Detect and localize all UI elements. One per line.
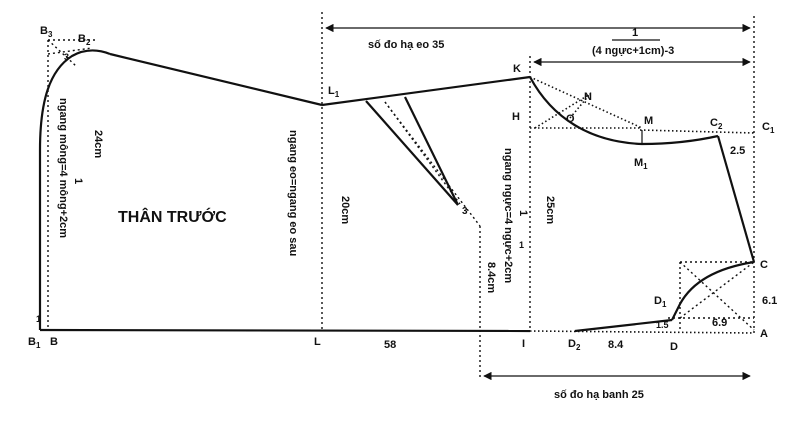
- pattern-title: THÂN TRƯỚC: [118, 207, 227, 226]
- label-formula-num: 1: [632, 27, 638, 39]
- point-m1: M1: [634, 157, 648, 171]
- label-24cm: 24cm: [92, 130, 104, 158]
- point-d: D: [670, 341, 678, 353]
- label-84cm: 8.4cm: [485, 262, 497, 293]
- label-ngang-nguc: ngang ngực=4 ngực+2cm: [502, 148, 514, 283]
- point-l: L: [314, 336, 321, 348]
- point-b: B: [50, 336, 58, 348]
- label-20cm: 20cm: [339, 196, 351, 224]
- point-labels: B3 B2 B1 B L1 L K H N O M M1 C2 C1 C D1 …: [28, 25, 775, 353]
- label-ngang-eo: ngang eo=ngang eo sau: [287, 130, 299, 256]
- label-ha-eo: số đo hạ eo 35: [368, 39, 444, 51]
- label-formula-den: (4 ngực+1cm)-3: [592, 45, 674, 57]
- labels: số đo hạ eo 35 1 (4 ngực+1cm)-3 số đo hạ…: [36, 27, 777, 401]
- label-8-4: 8.4: [608, 339, 624, 351]
- label-6-1: 6.1: [762, 295, 777, 307]
- label-mong-frac-num: 1: [72, 178, 84, 184]
- construction-lines: [47, 12, 755, 380]
- label-25cm: 25cm: [544, 196, 556, 224]
- label-58: 58: [384, 339, 396, 351]
- label-3-corner: 3: [64, 52, 69, 62]
- label-ha-banh: số đo hạ banh 25: [554, 389, 644, 401]
- pattern-outline: [38, 49, 756, 333]
- point-a: A: [760, 328, 768, 340]
- point-b2: B2: [78, 33, 91, 47]
- label-1-5: 1.5: [656, 320, 669, 330]
- label-6-9: 6.9: [712, 317, 727, 329]
- label-1-bottom: 1: [36, 314, 41, 324]
- point-b1: B1: [28, 336, 41, 350]
- point-l1: L1: [328, 85, 340, 99]
- point-h: H: [512, 111, 520, 123]
- point-k: K: [513, 63, 521, 75]
- label-3-dart: 3: [462, 206, 468, 217]
- point-c: C: [760, 259, 768, 271]
- point-m: M: [644, 115, 653, 127]
- point-b3: B3: [40, 25, 53, 39]
- point-i: I: [522, 338, 525, 350]
- point-c2: C2: [710, 117, 723, 131]
- label-2-5: 2.5: [730, 145, 745, 157]
- point-o: O: [566, 113, 575, 125]
- label-ngang-mong: ngang mông=4 mông+2cm: [57, 98, 69, 238]
- dimension-arrows: [325, 23, 751, 381]
- point-n: N: [584, 91, 592, 103]
- label-1-mid: 1: [519, 240, 524, 250]
- point-c1: C1: [762, 121, 775, 135]
- point-d1: D1: [654, 295, 667, 309]
- point-d2: D2: [568, 338, 581, 352]
- label-nguc-frac-num: 1: [517, 210, 529, 216]
